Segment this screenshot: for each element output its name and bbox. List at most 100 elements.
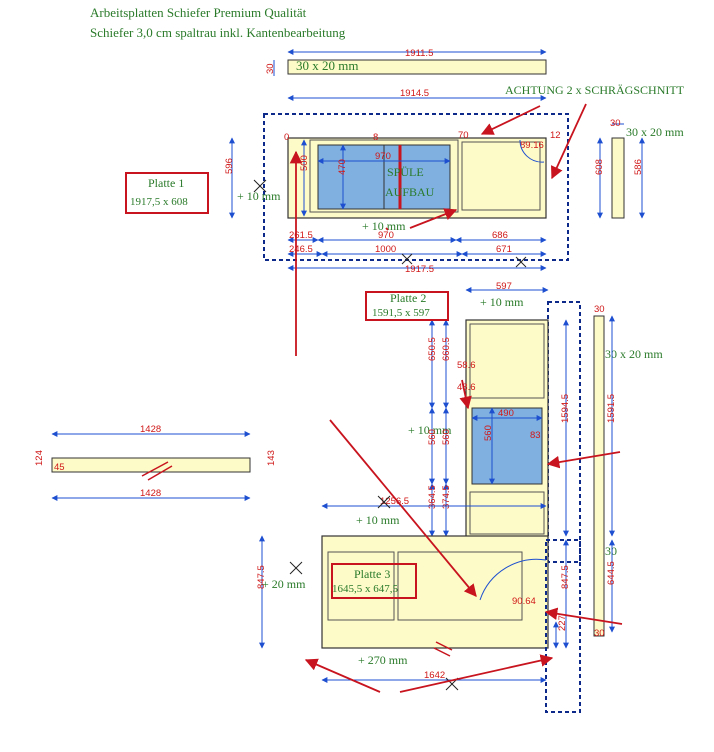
plate-1-outline-dashed <box>263 113 569 261</box>
top-strip-slab <box>287 59 547 75</box>
dim-490: 490 <box>498 408 514 419</box>
dim-30-c: 30 <box>594 304 605 315</box>
angle-arc <box>479 558 547 601</box>
dim-1428-top: 1428 <box>140 424 161 435</box>
dim-596: 596 <box>224 158 235 174</box>
dim-560-a: 560 <box>483 425 494 441</box>
dim-89-16: 89.16 <box>520 140 544 151</box>
dim-1917-5: 1917.5 <box>405 264 434 275</box>
right-strip-2: 30 30 x 20 mm 1591.5 30 644.5 30 <box>593 304 663 639</box>
dim-970-inner: 970 <box>375 151 391 162</box>
dim-1642: 1642 <box>424 670 445 681</box>
dim-8: 8 <box>373 132 378 143</box>
cross-mark <box>377 495 391 509</box>
angle-arc <box>519 139 545 163</box>
dim-1256-5: 1256.5 <box>380 496 409 507</box>
dim-12: 12 <box>550 130 561 141</box>
cross-mark <box>289 561 303 575</box>
dim-671: 671 <box>496 244 512 255</box>
arrow <box>546 451 621 469</box>
p1-left-plus: + 10 mm <box>237 189 281 203</box>
dim-560-c: 560 <box>441 429 452 445</box>
cabinet-line <box>461 141 541 211</box>
sink-label-aufbau: AUFBAU <box>385 185 435 199</box>
dim-470: 470 <box>337 159 348 175</box>
dim-143: 143 <box>266 450 277 466</box>
p3-left-plus: + 20 mm <box>262 577 306 591</box>
dim-847-5-left: 847.5 <box>256 565 267 589</box>
header-subtitle: Schiefer 3,0 cm spaltrau inkl. Kantenbea… <box>90 25 346 40</box>
dim-847-5-right: 847.5 <box>560 565 571 589</box>
header-title: Arbeitsplatten Schiefer Premium Qualität <box>90 5 307 20</box>
right-strip-low-label: 30 <box>605 544 617 558</box>
plate-1: 1914.5 970 470 500 SPÜLE AUFBAU 8 70 12 … <box>224 88 605 275</box>
dim-30-b: 30 <box>610 118 621 129</box>
plate-3-size: 1645,5 x 647,5 <box>332 583 399 595</box>
dim-124: 124 <box>34 450 45 466</box>
cross-mark <box>253 179 267 193</box>
arrow <box>544 607 623 625</box>
annotation-arrows <box>289 103 623 693</box>
left-strip: 1428 1428 124 143 45 <box>34 424 277 501</box>
plate-2: 597 490 560 83 + 10 mm + 10 mm 650.5 660… <box>408 281 581 563</box>
plate-3-label-box <box>331 563 417 599</box>
arrow <box>399 654 554 693</box>
arrow <box>329 419 477 597</box>
top-strip-label: 30 x 20 mm <box>296 58 358 73</box>
right-strip-1-slab <box>611 137 625 219</box>
sink-label-spuele: SPÜLE <box>387 165 424 179</box>
cabinet-line <box>309 139 459 213</box>
dim-608: 608 <box>594 159 605 175</box>
plate-1-name: Platte 1 <box>148 176 184 190</box>
dim-374-5: 374.5 <box>441 485 452 509</box>
arrow <box>409 208 458 229</box>
cabinet-line <box>327 551 395 621</box>
dim-45: 45 <box>54 462 65 473</box>
dim-246-5: 246.5 <box>289 244 313 255</box>
cross-mark <box>515 256 527 268</box>
cut-mark <box>147 465 173 481</box>
dim-644-5: 644.5 <box>606 561 617 585</box>
dim-650-5: 650.5 <box>427 337 438 361</box>
dim-30-d: 30 <box>594 628 605 639</box>
top-strip: 1911.5 30 x 20 mm 30 <box>265 48 547 76</box>
p2-top-plus: + 10 mm <box>480 295 524 309</box>
right-strip-top-label: 30 x 20 mm <box>626 125 684 139</box>
arrow <box>480 105 541 135</box>
cross-mark <box>401 253 413 265</box>
dim-1591-5: 1591.5 <box>606 394 617 423</box>
dim-500: 500 <box>299 155 310 171</box>
arrow <box>385 227 389 231</box>
dim-597: 597 <box>496 281 512 292</box>
plate-1-size: 1917,5 x 608 <box>130 196 188 208</box>
sink-cutout-2 <box>471 407 543 485</box>
cabinet-line <box>469 323 545 399</box>
plate-1-label-box <box>125 172 209 214</box>
cut-mark <box>141 461 169 477</box>
dim-364-5: 364.5 <box>427 485 438 509</box>
dim-686: 686 <box>492 230 508 241</box>
cabinet-line <box>469 491 545 535</box>
left-strip-slab <box>51 457 251 473</box>
dim-586: 586 <box>633 159 644 175</box>
dim-227: 227 <box>557 615 568 631</box>
warning-note: ACHTUNG 2 x SCHRÄGSCHNITT <box>505 83 685 97</box>
dim-1914-5: 1914.5 <box>400 88 429 99</box>
arrow <box>459 379 472 410</box>
plate-2-name: Platte 2 <box>390 291 426 305</box>
dim-58-6: 58.6 <box>457 360 476 371</box>
plate-3: 90.64 1256.5 + 10 mm 847.5 + 20 mm 847.5… <box>256 495 581 713</box>
plate-2-size: 1591,5 x 597 <box>372 307 430 319</box>
dim-261-5: 261.5 <box>289 230 313 241</box>
cut-mark <box>435 641 453 651</box>
cut-mark <box>433 647 451 657</box>
plate-2-outline-dashed <box>547 301 581 563</box>
plate-2-label-box <box>365 291 449 321</box>
right-strip-mid-label: 30 x 20 mm <box>605 347 663 361</box>
dim-1911-5: 1911.5 <box>405 48 433 59</box>
arrow <box>304 658 381 693</box>
dim-30-a: 30 <box>265 63 276 74</box>
dim-1000: 1000 <box>375 244 396 255</box>
dim-970: 970 <box>378 230 394 241</box>
